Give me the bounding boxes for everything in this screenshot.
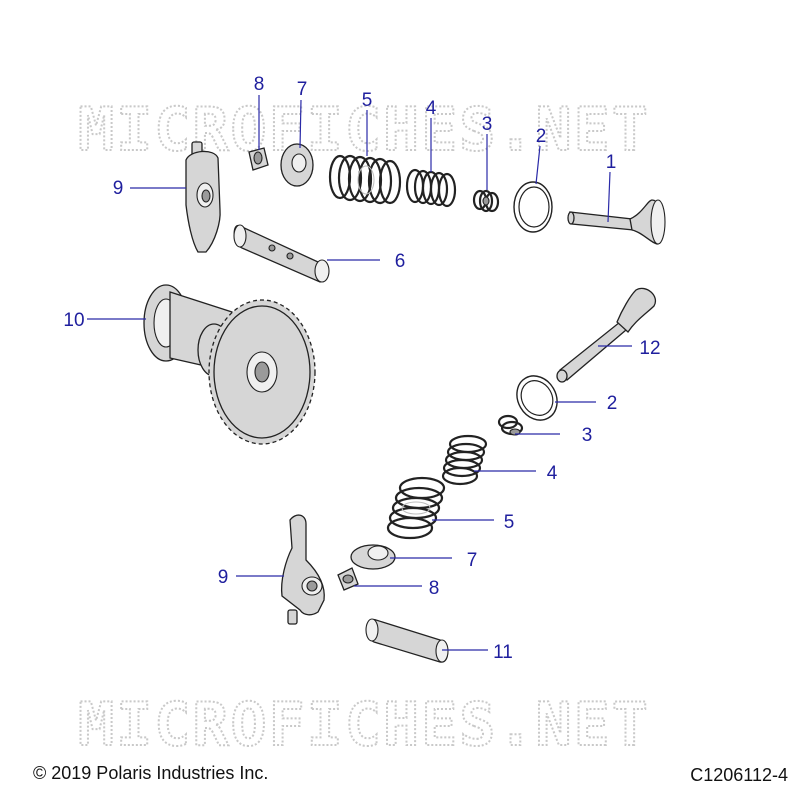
callouts: 8 7 5 4 3 2 1 9 6 10 12 2 3 4 5 7 9 8 11 — [63, 74, 660, 663]
inner-valve-spring-bottom — [441, 434, 488, 486]
outer-valve-spring-bottom — [386, 476, 446, 540]
callout-spring-seat-washer-top: 2 — [536, 126, 547, 147]
exhaust-valve — [556, 287, 657, 383]
rocker-shaft-bottom — [365, 618, 449, 663]
rocker-shaft-top — [233, 224, 330, 283]
callout-inner-valve-spring-top: 4 — [426, 98, 437, 119]
callout-spring-retainer-bottom: 7 — [467, 550, 478, 571]
callout-camshaft: 10 — [63, 310, 84, 331]
copyright-notice: © 2019 Polaris Industries Inc. — [33, 763, 269, 783]
rocker-arm-top — [185, 141, 221, 253]
callout-inner-valve-spring-bottom: 4 — [547, 463, 558, 484]
watermark-bottom: MICROFICHES.NET — [78, 690, 650, 760]
callout-rocker-arm-bottom: 9 — [218, 567, 229, 588]
callout-valve-keeper-bottom: 8 — [429, 578, 440, 599]
callout-rocker-arm-top: 9 — [113, 178, 124, 199]
spring-retainer-top — [280, 143, 314, 187]
illustration-code: C1206112-4 — [690, 765, 788, 785]
callout-exhaust-valve: 12 — [639, 338, 660, 359]
valve-stem-seal-bottom — [497, 414, 524, 436]
spring-seat-washer-top — [513, 181, 553, 233]
watermark-top: MICROFICHES.NET — [78, 95, 650, 165]
inner-valve-spring-top — [405, 168, 457, 208]
outer-valve-spring-top — [328, 154, 402, 205]
intake-valve — [567, 199, 666, 245]
valve-keeper-bottom — [337, 567, 359, 591]
callout-spring-retainer-top: 7 — [297, 79, 308, 100]
callout-valve-stem-seal-top: 3 — [482, 114, 493, 135]
callout-intake-valve: 1 — [606, 152, 617, 173]
leader-lines — [87, 95, 632, 651]
callout-rocker-shaft-top: 6 — [395, 251, 406, 272]
callout-rocker-shaft-bottom: 11 — [493, 642, 513, 663]
spring-seat-washer-bottom — [516, 375, 558, 421]
valve-keeper-top — [248, 147, 269, 171]
callout-outer-valve-spring-bottom: 5 — [504, 512, 515, 533]
callout-valve-stem-seal-bottom: 3 — [582, 425, 593, 446]
callout-spring-seat-washer-bottom: 2 — [607, 393, 618, 414]
camshaft — [143, 284, 316, 445]
valve-stem-seal-top — [472, 189, 500, 213]
callout-outer-valve-spring-top: 5 — [362, 90, 373, 111]
callout-valve-keeper-top: 8 — [254, 74, 265, 95]
rocker-arm-bottom — [280, 514, 325, 625]
spring-retainer-bottom — [350, 544, 396, 570]
